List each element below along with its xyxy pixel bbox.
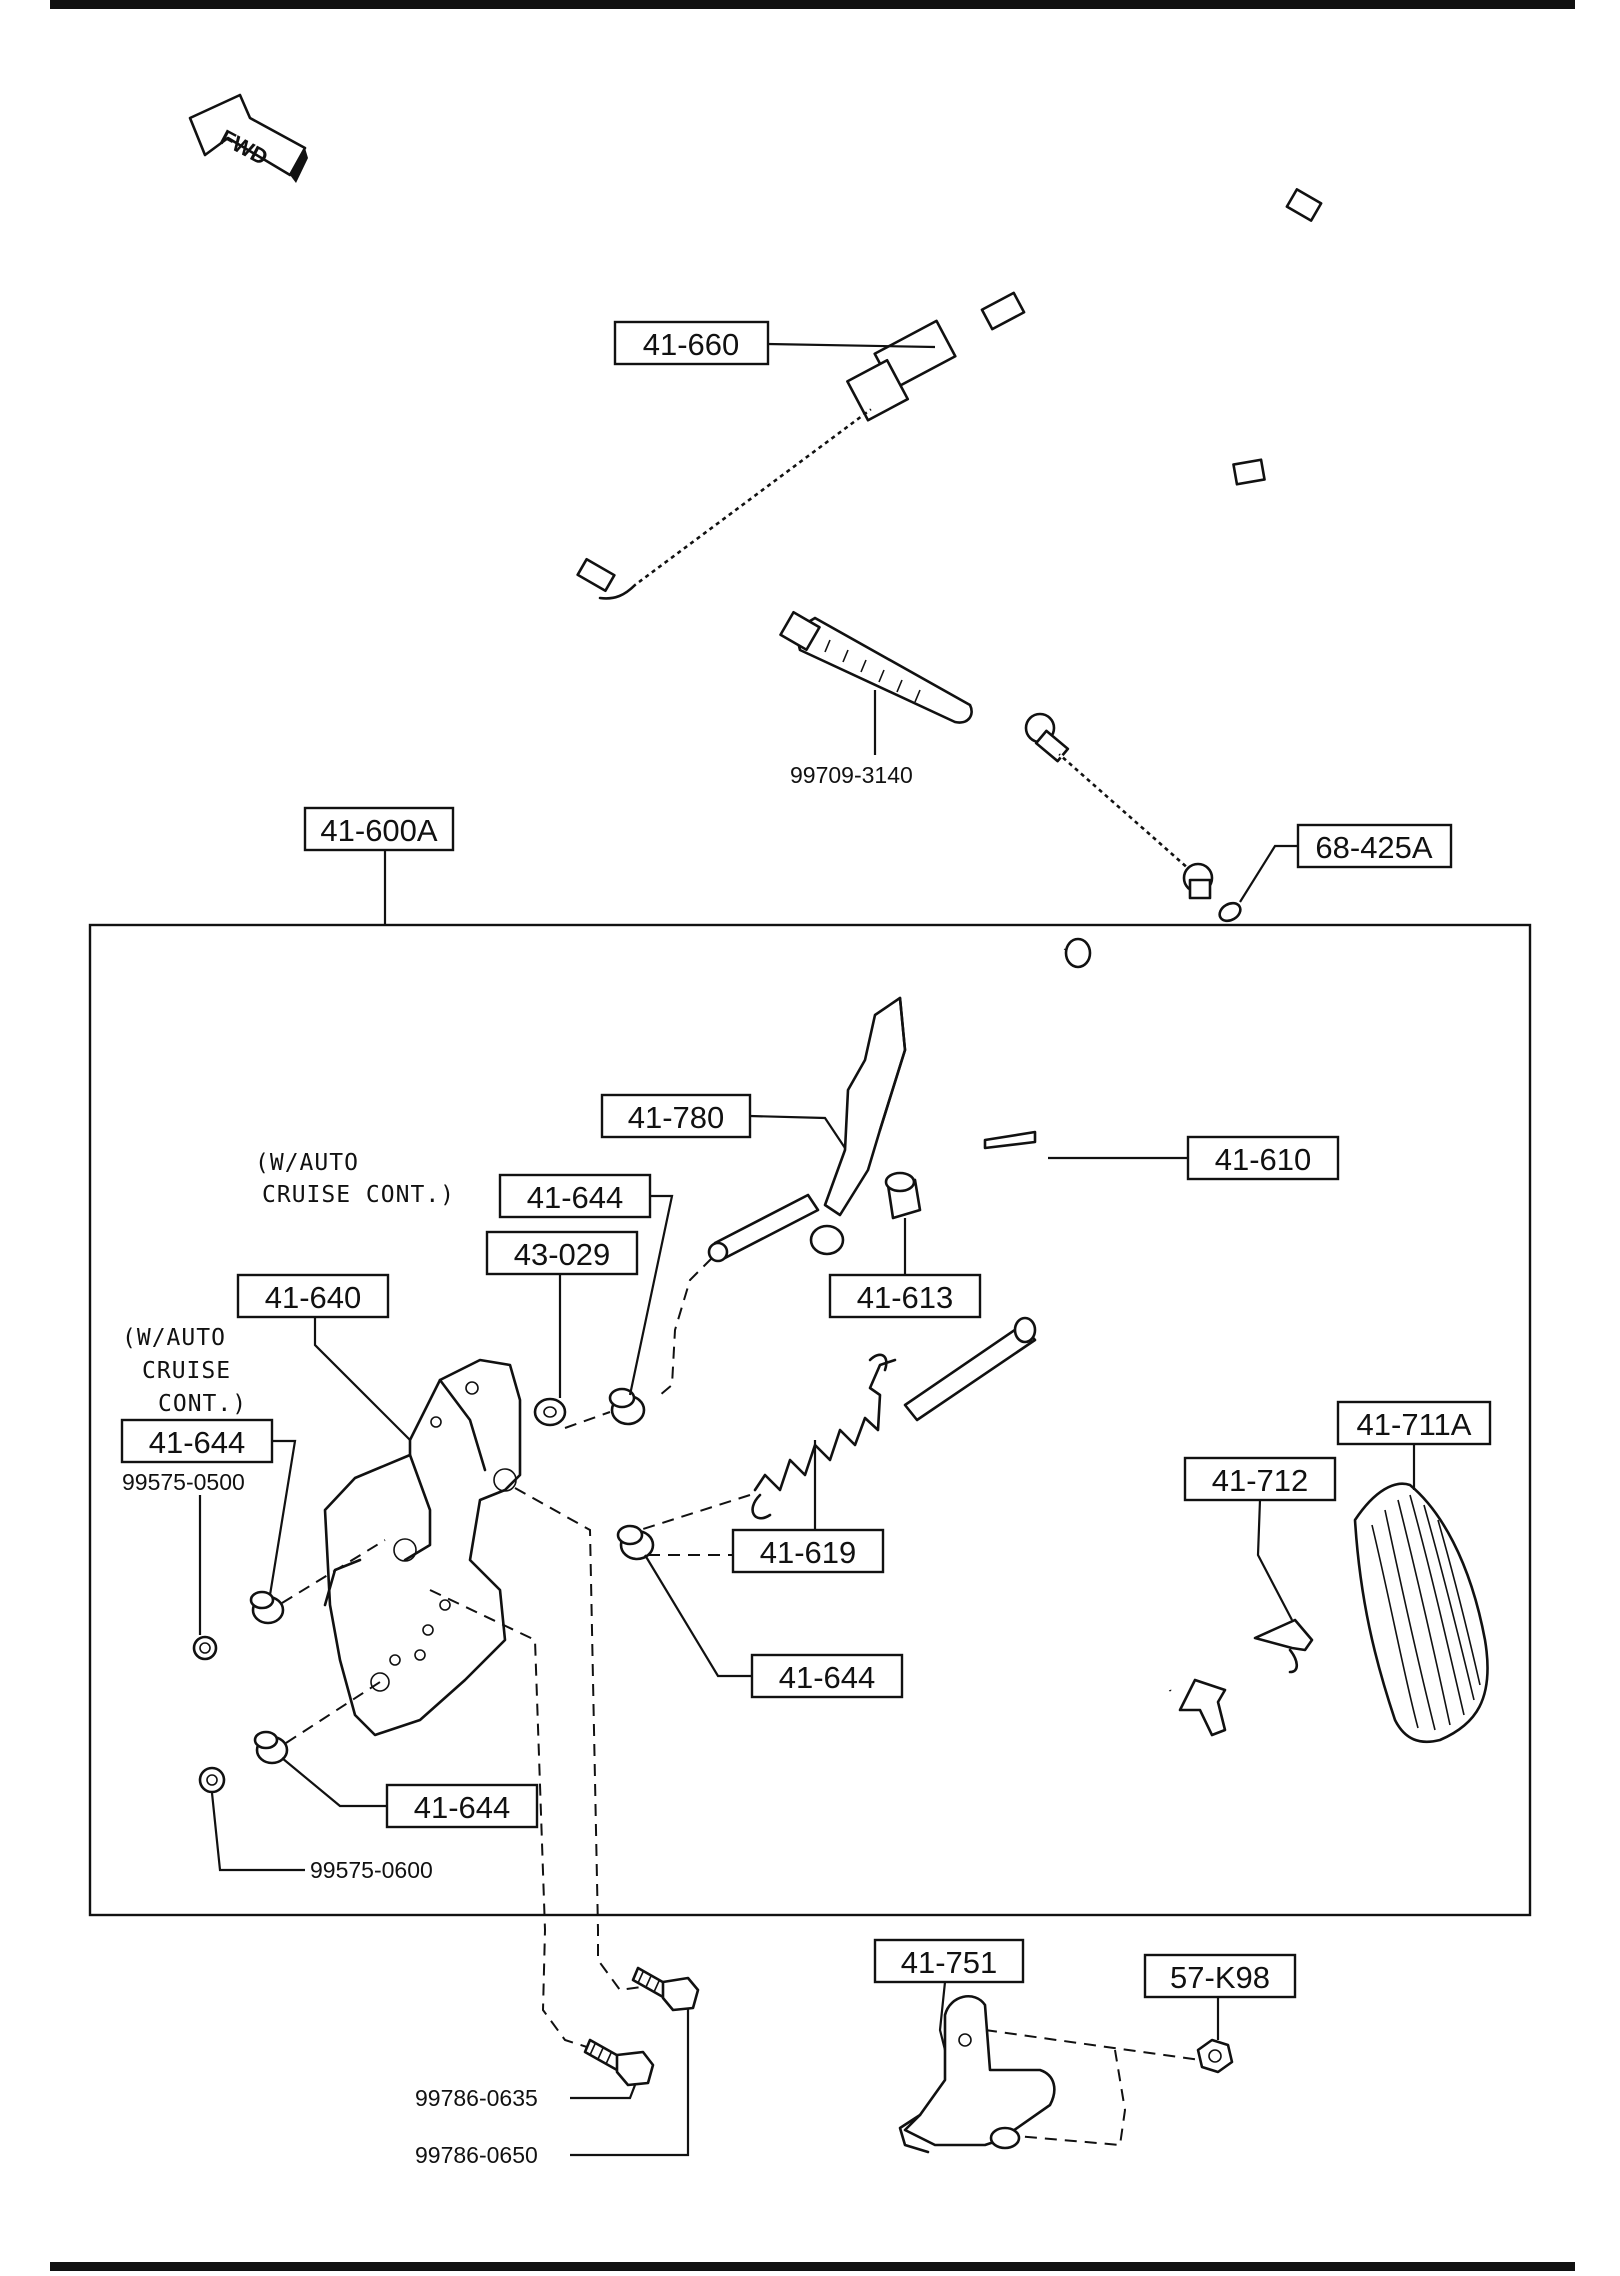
bracket-751-icon [898, 1995, 1056, 2154]
assembly-line-bolt-b [429, 1589, 591, 2049]
callout-assembly-label: 41-600A [320, 813, 438, 848]
pivot-shaft-icon [707, 1193, 820, 1263]
callout-bush-lower-label: 41-644 [414, 1790, 511, 1825]
clip-68-icon [1218, 901, 1242, 923]
bush-613-icon [884, 1171, 922, 1220]
washer-0600-icon [198, 1766, 226, 1794]
cable-band-clip-icon [779, 610, 973, 724]
bush-lower-icon [253, 1730, 289, 1765]
callout-bracket-751: 41-751 [873, 1938, 1025, 2051]
bush-upper-icon [608, 1387, 646, 1426]
callout-clip-68-label: 68-425A [1315, 830, 1433, 865]
callout-washer-0600: 99575-0600 [210, 1792, 433, 1883]
callout-bolt-0635-label: 99786-0635 [415, 2085, 538, 2111]
note-upper: (W/AUTO CRUISE CONT.) [255, 1150, 455, 1208]
callout-pedal-arm: 41-610 [1048, 1135, 1340, 1181]
callout-cable-label: 41-660 [643, 327, 740, 362]
forward-arrow-icon: FWD [188, 93, 308, 183]
assembly-line-upper [659, 1257, 713, 1396]
callout-cable: 41-660 [613, 320, 936, 366]
accelerator-cable [576, 164, 1434, 900]
callout-bracket-780: 41-780 [600, 1093, 846, 1149]
note-upper-line2: CRUISE CONT.) [262, 1182, 455, 1208]
assembly-line-spring [639, 1494, 751, 1531]
callout-bush-left: 41-644 [120, 1418, 297, 1596]
callout-pedal-pad-label: 41-711A [1357, 1407, 1472, 1442]
bracket-640-icon [323, 1358, 522, 1737]
note-left-line3: CONT.) [158, 1391, 247, 1417]
callout-nut-label: 57-K98 [1170, 1960, 1270, 1995]
bracket-780-icon [809, 996, 907, 1256]
callout-grommet-label: 43-029 [514, 1237, 611, 1272]
top-rule [50, 0, 1575, 9]
callout-bush-613: 41-613 [828, 1218, 982, 1319]
callout-stopper-label: 41-712 [1212, 1463, 1309, 1498]
cable-adjuster-icon [846, 291, 1026, 422]
assembly-line-grommet [564, 1411, 611, 1429]
callout-cable-clip: 99709-3140 [790, 690, 913, 788]
note-upper-line1: (W/AUTO [255, 1150, 359, 1176]
callout-pedal-arm-label: 41-610 [1215, 1142, 1312, 1177]
assembly-line-left [281, 1539, 386, 1604]
pedal-arm-icon [903, 937, 1227, 1737]
bolt-0650-icon [631, 1966, 700, 2012]
callout-assembly: 41-600A [303, 806, 455, 925]
callout-stopper: 41-712 [1183, 1456, 1337, 1621]
callout-bush-mid: 41-644 [644, 1554, 904, 1699]
return-spring-icon [751, 1353, 897, 1520]
callout-bracket-640: 41-640 [236, 1273, 411, 1441]
callout-spring-label: 41-619 [760, 1535, 857, 1570]
callout-washer-0500: 99575-0500 [122, 1469, 245, 1635]
callout-bush-upper: 41-644 [498, 1173, 674, 1396]
washer-0500-icon [192, 1635, 218, 1661]
callout-bolt-0650: 99786-0650 [415, 2008, 690, 2168]
pedal-assembly-frame [88, 923, 1532, 1917]
callout-grommet: 43-029 [485, 1230, 639, 1398]
callout-pedal-pad: 41-711A [1336, 1400, 1492, 1490]
callout-bracket-780-label: 41-780 [628, 1100, 725, 1135]
callout-bush-mid-label: 41-644 [779, 1660, 876, 1695]
callout-washer-0500-label: 99575-0500 [122, 1469, 245, 1495]
callout-bracket-751-label: 41-751 [901, 1945, 998, 1980]
bolt-0635-icon [583, 2038, 655, 2087]
bush-mid-icon [616, 1524, 655, 1561]
nut-icon [1196, 2038, 1234, 2074]
callout-bush-lower: 41-644 [281, 1757, 539, 1829]
callout-bolt-0635: 99786-0635 [415, 2084, 637, 2111]
note-left: (W/AUTO CRUISE CONT.) [122, 1325, 247, 1417]
grommet-icon [533, 1397, 567, 1427]
callout-bush-613-label: 41-613 [857, 1280, 954, 1315]
cable-end-fitting-icon [1024, 712, 1070, 763]
assembly-line-bolt-a [514, 1487, 656, 1992]
bottom-rule [50, 2262, 1575, 2271]
callout-spring: 41-619 [731, 1440, 885, 1574]
callout-bracket-640-label: 41-640 [265, 1280, 362, 1315]
callout-cable-clip-label: 99709-3140 [790, 762, 913, 788]
callout-bolt-0650-label: 99786-0650 [415, 2142, 538, 2168]
stopper-icon [1253, 1618, 1314, 1674]
callout-nut: 57-K98 [1143, 1953, 1297, 2040]
callout-bush-left-label: 41-644 [149, 1425, 246, 1460]
callout-washer-0600-label: 99575-0600 [310, 1857, 433, 1883]
note-left-line2: CRUISE [142, 1358, 231, 1384]
callout-clip-68: 68-425A [1239, 823, 1453, 903]
assembly-line-nut [984, 2029, 1201, 2147]
bush-left-icon [249, 1590, 285, 1625]
callout-bush-upper-label: 41-644 [527, 1180, 624, 1215]
note-left-line1: (W/AUTO [122, 1325, 226, 1351]
pedal-pad-icon [1353, 1482, 1489, 1744]
